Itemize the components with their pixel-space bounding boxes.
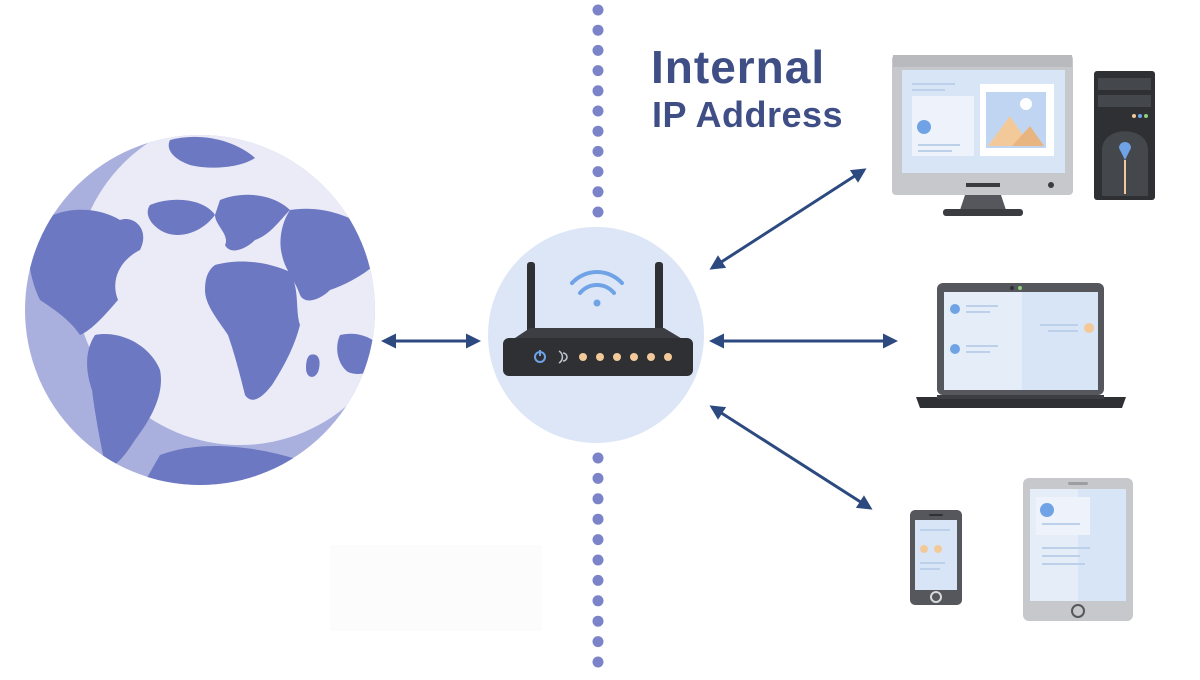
divider-dot [592, 24, 604, 36]
divider-dot [592, 472, 604, 484]
router-led [596, 353, 604, 361]
smartphone-icon [910, 510, 962, 605]
wifi-router-icon [488, 227, 704, 443]
laptop-icon [916, 283, 1126, 408]
router-led [613, 353, 621, 361]
router-led [664, 353, 672, 361]
divider-dot [592, 44, 604, 56]
divider-dot [592, 452, 604, 464]
router-mobile-arrow [709, 405, 873, 510]
desktop-computer-icon [892, 55, 1073, 216]
divider-dot [592, 636, 604, 648]
router-led [579, 353, 587, 361]
divider-dot [592, 105, 604, 117]
divider-dot [592, 574, 604, 586]
divider-dot [592, 615, 604, 627]
divider-dot [592, 595, 604, 607]
divider-dot [592, 125, 604, 137]
divider-dot [592, 534, 604, 546]
wifi-signal-icon [570, 270, 624, 307]
blank-overlay-box [330, 545, 542, 631]
heading-internal: Internal [651, 41, 826, 93]
divider-dot [592, 186, 604, 198]
divider-dot [592, 85, 604, 97]
heading-ip-address: IP Address [652, 94, 844, 135]
divider-dot [592, 166, 604, 178]
router-led [647, 353, 655, 361]
router-led [630, 353, 638, 361]
divider-dot [592, 493, 604, 505]
pc-tower-icon [1094, 71, 1155, 200]
divider-dot [592, 65, 604, 77]
router-desktop-arrow [709, 168, 867, 270]
divider-dot [592, 656, 604, 668]
divider-dot [592, 145, 604, 157]
divider-dot [592, 513, 604, 525]
network-boundary-divider [592, 4, 604, 668]
divider-dot [592, 4, 604, 16]
divider-dot [592, 206, 604, 218]
divider-dot [592, 554, 604, 566]
tablet-icon [1023, 478, 1133, 621]
globe-icon [25, 135, 375, 485]
